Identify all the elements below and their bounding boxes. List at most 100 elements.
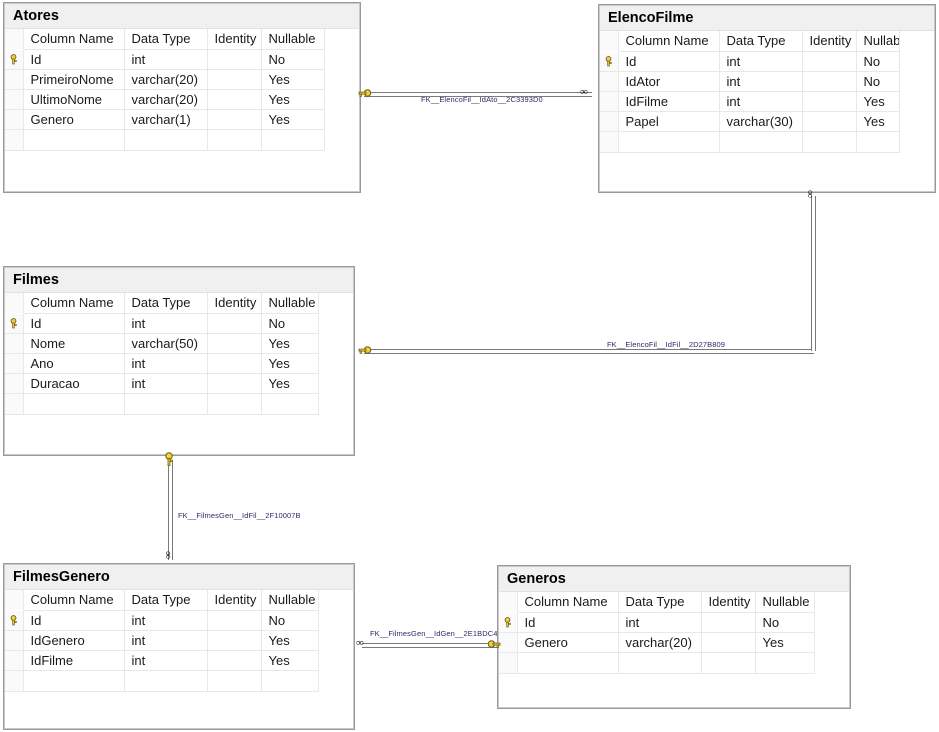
cell-identity[interactable]	[207, 333, 262, 354]
cell-data-type[interactable]: int	[124, 610, 208, 631]
table-row[interactable]: Ano int Yes	[5, 353, 319, 374]
cell-column-name[interactable]: UltimoNome	[23, 89, 125, 110]
cell-data-type[interactable]: int	[124, 313, 208, 334]
cell-data-type[interactable]: int	[124, 650, 208, 671]
cell-identity[interactable]	[207, 393, 262, 415]
cell-column-name[interactable]: Id	[517, 612, 619, 633]
relationship-line-filmesgen-idfil[interactable]	[168, 460, 173, 560]
relationship-line-filmesgen-idgen[interactable]	[362, 643, 498, 648]
cell-identity[interactable]	[207, 49, 262, 70]
cell-identity[interactable]	[802, 71, 857, 92]
cell-identity[interactable]	[207, 69, 262, 90]
cell-column-name[interactable]	[23, 670, 125, 692]
table-row[interactable]: Duracao int Yes	[5, 373, 319, 394]
cell-identity[interactable]	[207, 630, 262, 651]
cell-nullable[interactable]	[755, 652, 815, 674]
header-identity[interactable]: Identity	[802, 31, 857, 52]
cell-identity[interactable]	[701, 612, 756, 633]
header-column-name[interactable]: Column Name	[23, 29, 125, 50]
header-identity[interactable]: Identity	[207, 293, 262, 314]
header-data-type[interactable]: Data Type	[719, 31, 803, 52]
cell-data-type[interactable]: varchar(20)	[618, 632, 702, 653]
cell-column-name[interactable]: IdAtor	[618, 71, 720, 92]
cell-identity[interactable]	[207, 129, 262, 151]
table-filmesgenero[interactable]: FilmesGenero Column Name Data Type Ident…	[3, 563, 355, 730]
cell-nullable[interactable]	[856, 131, 900, 153]
cell-identity[interactable]	[701, 652, 756, 674]
table-row[interactable]: Id int No	[5, 610, 319, 631]
relationship-line-elencofil-idfil-v[interactable]	[811, 196, 816, 351]
table-row[interactable]: Id int No	[499, 612, 815, 633]
header-nullable[interactable]: Nullable	[856, 31, 900, 52]
cell-nullable[interactable]: No	[261, 610, 319, 631]
cell-identity[interactable]	[207, 650, 262, 671]
cell-column-name[interactable]: Id	[618, 51, 720, 72]
cell-column-name[interactable]: Id	[23, 610, 125, 631]
header-data-type[interactable]: Data Type	[124, 590, 208, 611]
cell-data-type[interactable]: varchar(1)	[124, 109, 208, 130]
table-row[interactable]: IdFilme int Yes	[5, 650, 319, 671]
cell-data-type[interactable]: varchar(30)	[719, 111, 803, 132]
table-row-empty[interactable]	[5, 129, 325, 151]
cell-nullable[interactable]: No	[261, 313, 319, 334]
header-identity[interactable]: Identity	[207, 590, 262, 611]
cell-identity[interactable]	[207, 610, 262, 631]
table-row-empty[interactable]	[499, 652, 815, 674]
cell-column-name[interactable]: IdFilme	[618, 91, 720, 112]
cell-column-name[interactable]: IdFilme	[23, 650, 125, 671]
header-nullable[interactable]: Nullable	[755, 592, 815, 613]
cell-column-name[interactable]: IdGenero	[23, 630, 125, 651]
cell-column-name[interactable]: Id	[23, 313, 125, 334]
table-row[interactable]: IdFilme int Yes	[600, 91, 900, 112]
cell-nullable[interactable]: Yes	[755, 632, 815, 653]
header-nullable[interactable]: Nullable	[261, 590, 319, 611]
header-column-name[interactable]: Column Name	[23, 590, 125, 611]
table-row[interactable]: Genero varchar(1) Yes	[5, 109, 325, 130]
header-identity[interactable]: Identity	[207, 29, 262, 50]
cell-data-type[interactable]: int	[124, 630, 208, 651]
cell-identity[interactable]	[207, 313, 262, 334]
table-row-empty[interactable]	[5, 670, 319, 692]
header-data-type[interactable]: Data Type	[124, 293, 208, 314]
table-row[interactable]: IdAtor int No	[600, 71, 900, 92]
cell-nullable[interactable]: Yes	[261, 630, 319, 651]
cell-nullable[interactable]: Yes	[261, 109, 325, 130]
cell-data-type[interactable]: int	[618, 612, 702, 633]
cell-nullable[interactable]	[261, 670, 319, 692]
cell-identity[interactable]	[207, 89, 262, 110]
header-identity[interactable]: Identity	[701, 592, 756, 613]
relationship-line-elencofil-idfil-h[interactable]	[364, 349, 814, 354]
relationship-line-elencofil-idato[interactable]	[364, 92, 592, 97]
header-nullable[interactable]: Nullable	[261, 293, 319, 314]
cell-nullable[interactable]: Yes	[261, 650, 319, 671]
cell-data-type[interactable]: int	[124, 49, 208, 70]
cell-data-type[interactable]: int	[719, 71, 803, 92]
cell-nullable[interactable]: Yes	[261, 373, 319, 394]
table-row[interactable]: Nome varchar(50) Yes	[5, 333, 319, 354]
table-row-empty[interactable]	[600, 131, 900, 153]
cell-identity[interactable]	[207, 373, 262, 394]
header-column-name[interactable]: Column Name	[23, 293, 125, 314]
cell-column-name[interactable]: Nome	[23, 333, 125, 354]
cell-identity[interactable]	[802, 131, 857, 153]
cell-column-name[interactable]	[517, 652, 619, 674]
table-row[interactable]: UltimoNome varchar(20) Yes	[5, 89, 325, 110]
cell-column-name[interactable]: Genero	[23, 109, 125, 130]
header-data-type[interactable]: Data Type	[124, 29, 208, 50]
table-row[interactable]: PrimeiroNome varchar(20) Yes	[5, 69, 325, 90]
cell-nullable[interactable]	[261, 393, 319, 415]
table-row[interactable]: Id int No	[5, 49, 325, 70]
table-atores[interactable]: Atores Column Name Data Type Identity Nu…	[3, 2, 361, 193]
cell-column-name[interactable]: Duracao	[23, 373, 125, 394]
table-row[interactable]: IdGenero int Yes	[5, 630, 319, 651]
cell-nullable[interactable]	[261, 129, 325, 151]
cell-data-type[interactable]: varchar(20)	[124, 69, 208, 90]
cell-identity[interactable]	[802, 51, 857, 72]
cell-column-name[interactable]	[618, 131, 720, 153]
cell-nullable[interactable]: Yes	[261, 69, 325, 90]
cell-nullable[interactable]: Yes	[261, 353, 319, 374]
cell-column-name[interactable]: Id	[23, 49, 125, 70]
cell-nullable[interactable]: Yes	[261, 89, 325, 110]
cell-data-type[interactable]	[124, 670, 208, 692]
header-column-name[interactable]: Column Name	[618, 31, 720, 52]
